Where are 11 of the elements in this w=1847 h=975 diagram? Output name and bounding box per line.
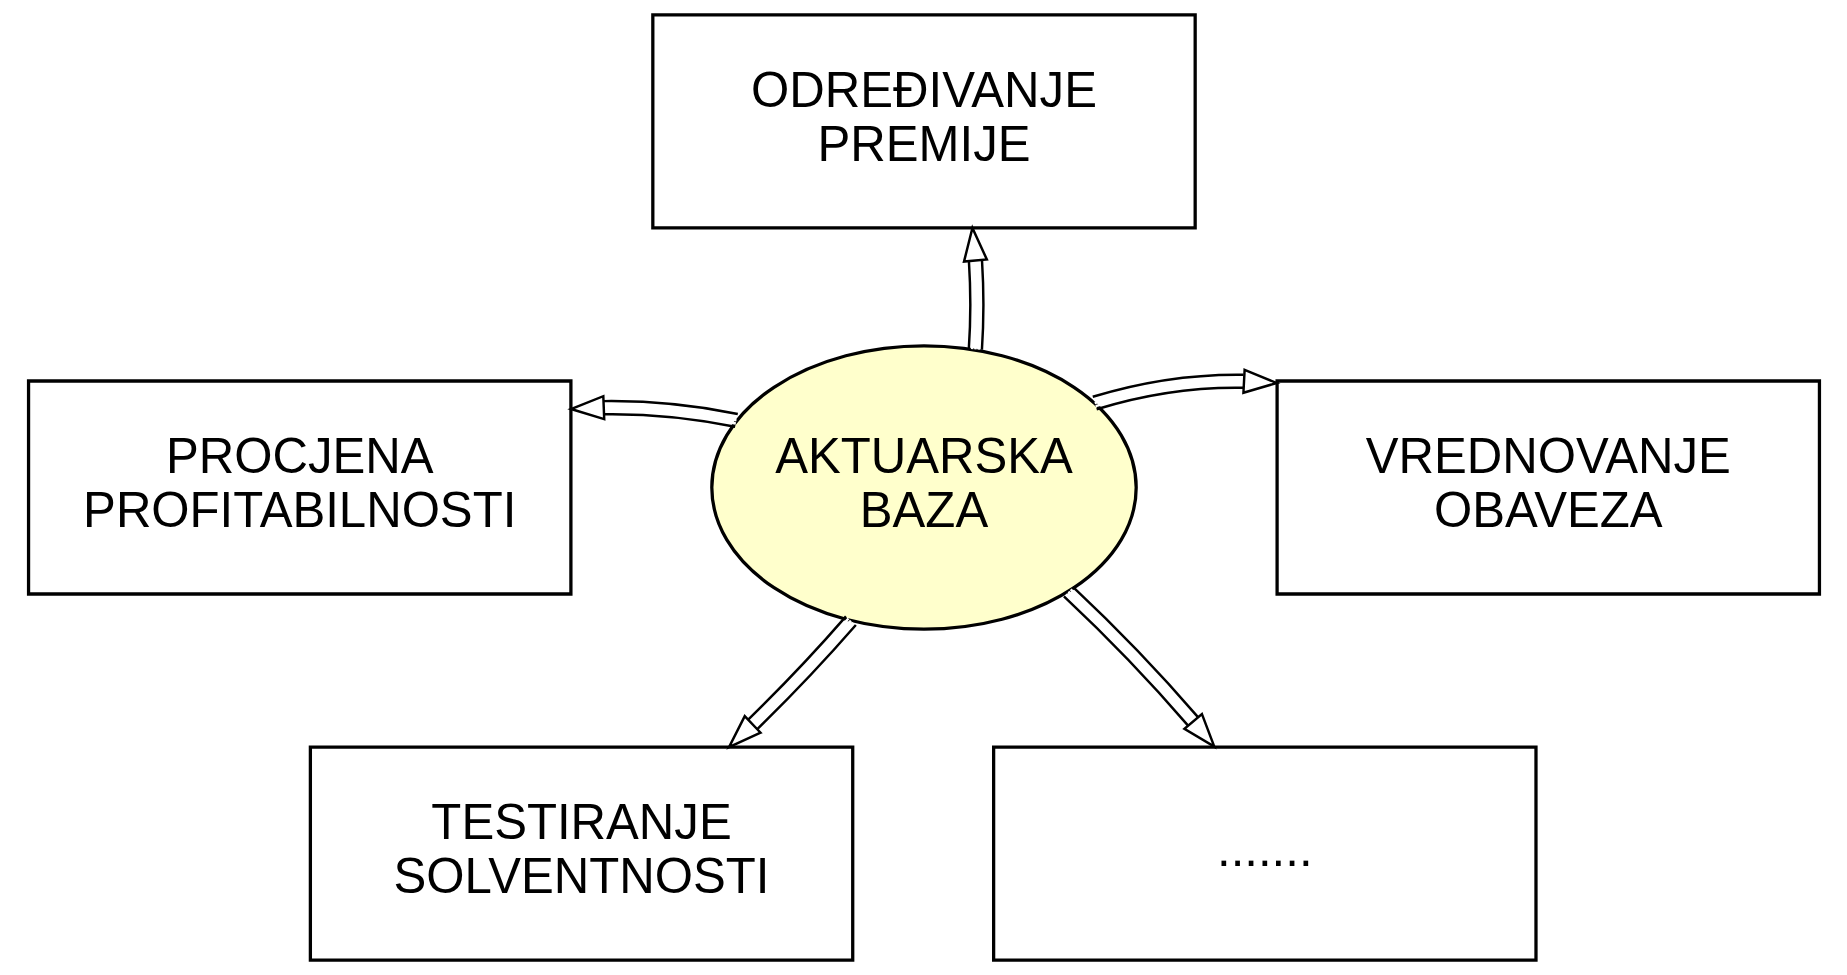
node-box: VREDNOVANJE OBAVEZA bbox=[1274, 379, 1821, 596]
arrow bbox=[725, 615, 857, 750]
arrow bbox=[1091, 368, 1280, 411]
node-box: PROCJENA PROFITABILNOSTI bbox=[26, 379, 573, 596]
node-ellipse: AKTUARSKA BAZA bbox=[709, 344, 1138, 631]
node-box: TESTIRANJE SOLVENTNOSTI bbox=[308, 745, 854, 962]
node-box: ODREĐIVANJE PREMIJE bbox=[650, 13, 1197, 230]
arrow bbox=[566, 394, 738, 428]
arrow bbox=[961, 224, 989, 350]
arrow bbox=[1062, 586, 1217, 750]
node-box: ....... bbox=[991, 745, 1538, 962]
